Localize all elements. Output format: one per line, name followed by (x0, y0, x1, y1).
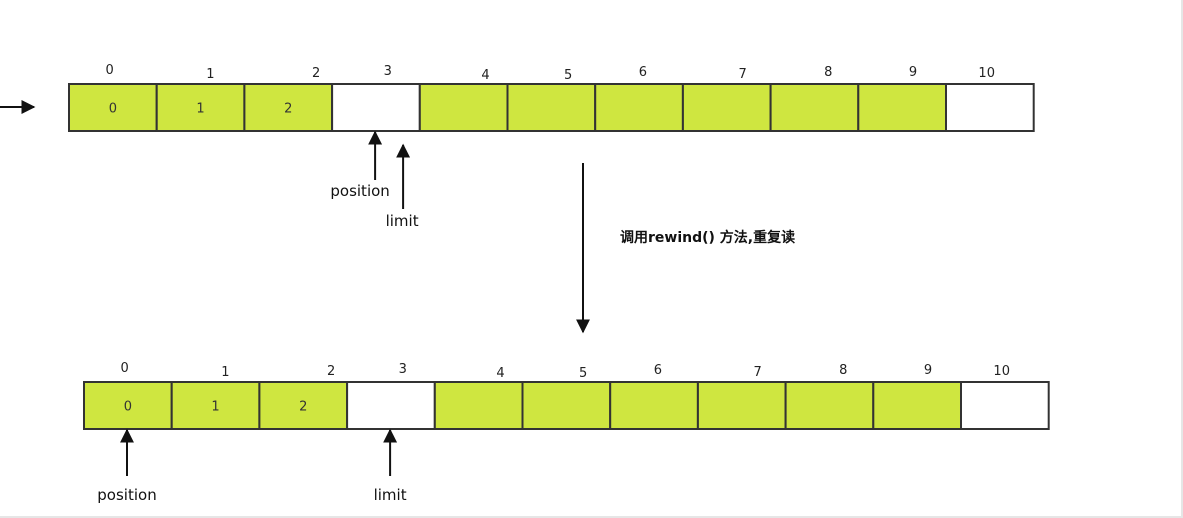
index-label: 10 (978, 66, 995, 81)
pointer-label: position (330, 182, 389, 200)
cell-value: 0 (109, 102, 117, 117)
buffer-cell (960, 381, 1050, 430)
index-label: 4 (496, 366, 504, 381)
pointer-label: limit (374, 486, 407, 504)
index-label: 7 (753, 365, 761, 380)
buffer-cell (857, 83, 947, 132)
index-label: 2 (327, 364, 335, 379)
index-label: 1 (221, 365, 229, 380)
buffer-cell (418, 83, 509, 132)
buffer-cell (155, 83, 246, 132)
index-label: 3 (399, 362, 407, 377)
index-label: 9 (909, 65, 917, 80)
cell-value: 0 (124, 400, 132, 415)
buffer-cell (433, 381, 524, 430)
index-label: 0 (106, 63, 114, 78)
index-label: 10 (993, 364, 1010, 379)
buffer-cell (594, 83, 684, 132)
buffer-after-rewind: 0 1 2 0 1 2 3 4 5 6 7 8 9 10 position limit (83, 361, 1050, 504)
buffer-cell (609, 381, 699, 430)
index-label: 5 (579, 366, 587, 381)
index-label: 2 (312, 66, 320, 81)
cell-value: 1 (196, 102, 204, 117)
index-label: 3 (384, 64, 392, 79)
bottom-border (0, 516, 1183, 518)
pointer-label: position (97, 486, 156, 504)
buffer-cell (506, 83, 597, 132)
buffer-cell (346, 381, 436, 430)
buffer-cell (696, 381, 787, 430)
pointer-label: limit (386, 212, 419, 230)
index-label: 4 (481, 68, 489, 83)
index-label: 0 (121, 361, 129, 376)
buffer-cell (872, 381, 962, 430)
buffer-cell (784, 381, 875, 430)
transition-label: 调用rewind() 方法,重复读 (620, 229, 795, 246)
buffer-cell (769, 83, 860, 132)
buffer-before-rewind: 0 1 2 0 1 2 3 4 5 6 7 8 9 10 position limit (68, 63, 1035, 230)
buffer-cell (331, 83, 421, 132)
index-label: 6 (639, 65, 647, 80)
buffer-cell (945, 83, 1035, 132)
index-label: 6 (654, 363, 662, 378)
buffer-cell (521, 381, 612, 430)
cell-value: 2 (284, 102, 292, 117)
index-label: 1 (206, 67, 214, 82)
right-border (1181, 0, 1183, 518)
cell-value: 1 (211, 400, 219, 415)
index-label: 7 (738, 67, 746, 82)
index-label: 8 (824, 65, 832, 80)
index-label: 9 (924, 363, 932, 378)
index-label: 8 (839, 363, 847, 378)
index-label: 5 (564, 68, 572, 83)
buffer-cell (681, 83, 772, 132)
cell-value: 2 (299, 400, 307, 415)
